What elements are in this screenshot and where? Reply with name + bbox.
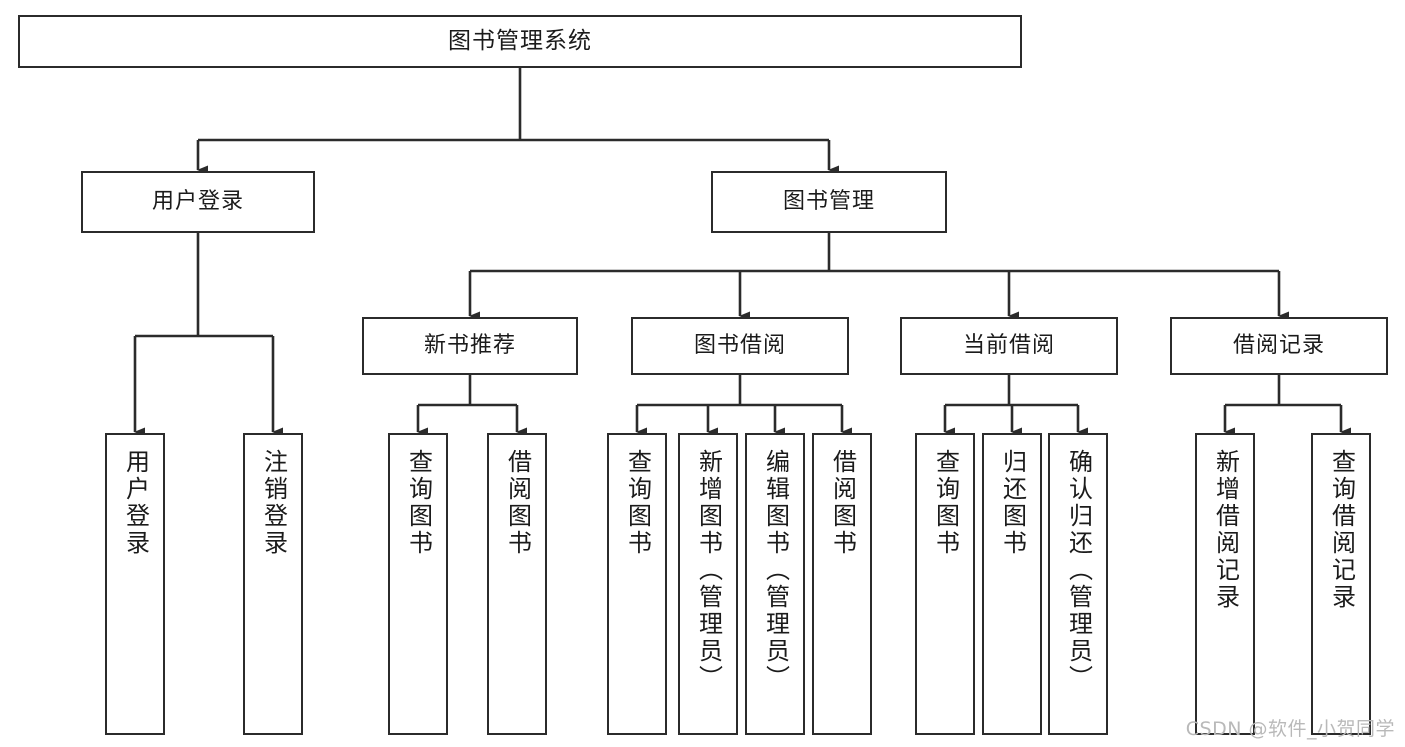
node-label: 查询图书: [931, 449, 960, 557]
node-label: 查询图书: [623, 449, 652, 557]
node-label: 编辑图书（管理员）: [761, 449, 790, 692]
node-leaf-borrow-book-bb[interactable]: 借阅图书: [812, 433, 872, 735]
node-label: 确认归还（管理员）: [1064, 449, 1093, 692]
node-leaf-edit-book-admin[interactable]: 编辑图书（管理员）: [745, 433, 805, 735]
node-user-login[interactable]: 用户登录: [81, 171, 315, 233]
node-label: 注销登录: [259, 449, 288, 557]
node-borrow-record[interactable]: 借阅记录: [1170, 317, 1388, 375]
node-label: 新书推荐: [423, 332, 516, 358]
node-current-borrow[interactable]: 当前借阅: [900, 317, 1118, 375]
node-label: 归还图书: [998, 449, 1027, 557]
node-book-borrow[interactable]: 图书借阅: [631, 317, 849, 375]
node-leaf-confirm-return-admin[interactable]: 确认归还（管理员）: [1048, 433, 1108, 735]
node-leaf-query-book-bb[interactable]: 查询图书: [607, 433, 667, 735]
node-label: 新增图书（管理员）: [694, 449, 723, 692]
node-leaf-borrow-book-rec[interactable]: 借阅图书: [487, 433, 547, 735]
node-leaf-add-book-admin[interactable]: 新增图书（管理员）: [678, 433, 738, 735]
node-label: 新增借阅记录: [1211, 449, 1240, 611]
node-new-book-rec[interactable]: 新书推荐: [362, 317, 578, 375]
node-label: 查询借阅记录: [1327, 449, 1356, 611]
node-leaf-query-book-rec[interactable]: 查询图书: [388, 433, 448, 735]
node-label: 图书管理系统: [448, 27, 592, 54]
node-label: 图书管理: [782, 188, 875, 214]
node-label: 借阅图书: [828, 449, 857, 557]
node-book-manage[interactable]: 图书管理: [711, 171, 947, 233]
node-label: 用户登录: [151, 188, 244, 214]
node-label: 用户登录: [121, 449, 150, 557]
csdn-watermark: CSDN @软件_小贺同学: [1185, 718, 1395, 740]
node-label: 借阅记录: [1232, 332, 1325, 358]
node-leaf-return-book[interactable]: 归还图书: [982, 433, 1042, 735]
node-leaf-user-logout[interactable]: 注销登录: [243, 433, 303, 735]
node-label: 借阅图书: [503, 449, 532, 557]
node-leaf-add-borrow-record[interactable]: 新增借阅记录: [1195, 433, 1255, 735]
node-leaf-query-borrow-record[interactable]: 查询借阅记录: [1311, 433, 1371, 735]
node-root[interactable]: 图书管理系统: [18, 15, 1022, 68]
node-leaf-user-login[interactable]: 用户登录: [105, 433, 165, 735]
node-label: 图书借阅: [693, 332, 786, 358]
node-leaf-query-book-cb[interactable]: 查询图书: [915, 433, 975, 735]
node-label: 查询图书: [404, 449, 433, 557]
node-label: 当前借阅: [962, 332, 1055, 358]
